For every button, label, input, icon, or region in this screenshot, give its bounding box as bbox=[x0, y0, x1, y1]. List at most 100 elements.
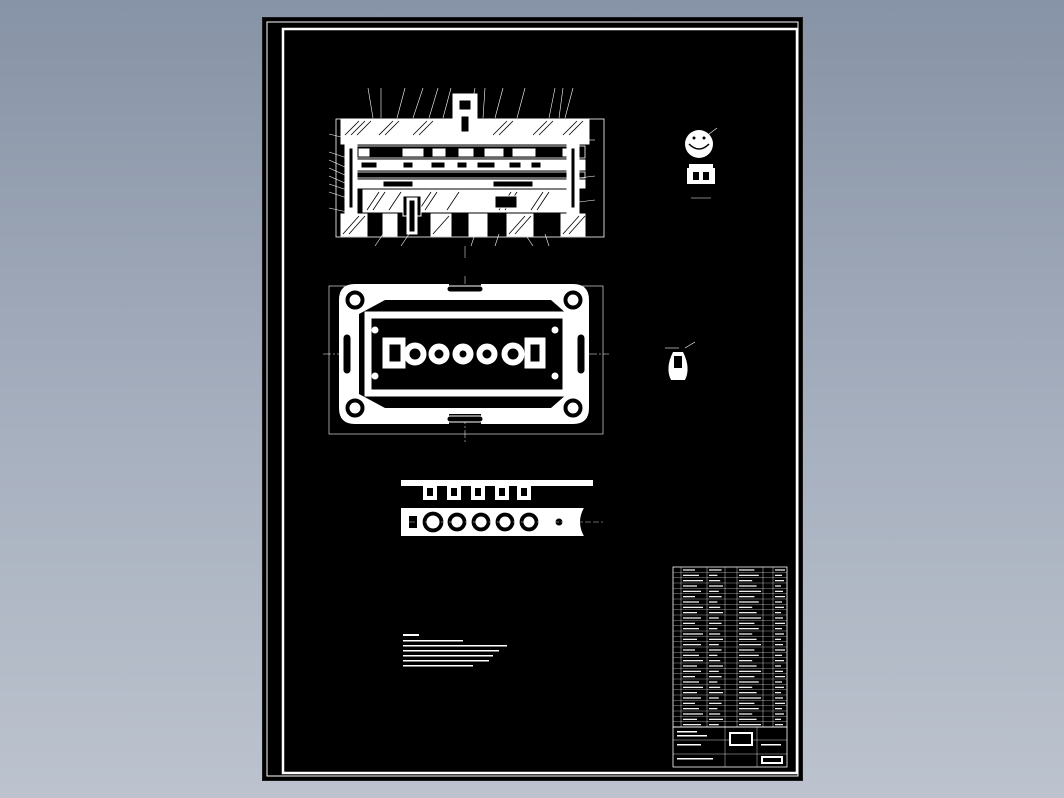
drawing-canvas bbox=[266, 21, 799, 777]
bom-cell-mark bbox=[775, 670, 783, 672]
bom-cell-mark bbox=[739, 713, 753, 715]
bom-cell-mark bbox=[775, 654, 782, 656]
bom-cell-mark bbox=[683, 617, 701, 619]
bom-cell-mark bbox=[775, 638, 781, 640]
bom-cell-mark bbox=[775, 612, 781, 614]
front-section-view bbox=[328, 87, 605, 258]
side-part-view bbox=[665, 341, 696, 380]
bom-cell-mark bbox=[775, 633, 784, 635]
bom-cell-mark bbox=[683, 601, 699, 603]
bom-cell-mark bbox=[683, 644, 701, 646]
bom-cell-mark bbox=[709, 692, 723, 694]
bom-cell-mark bbox=[739, 708, 759, 710]
bom-cell-mark bbox=[683, 702, 695, 704]
bom-cell-mark bbox=[683, 660, 703, 662]
bom-cell-mark bbox=[683, 628, 699, 630]
bom-cell-mark bbox=[775, 724, 783, 726]
bom-cell-mark bbox=[775, 718, 781, 720]
bom-cell-mark bbox=[709, 633, 721, 635]
bom-cell-mark bbox=[739, 692, 757, 694]
bom-cell-mark bbox=[739, 686, 753, 688]
bom-cell-mark bbox=[739, 665, 757, 667]
bom-cell-mark bbox=[739, 654, 759, 656]
bom-cell-mark bbox=[709, 665, 723, 667]
bom-cell-mark bbox=[739, 606, 753, 608]
bom-cell-mark bbox=[739, 580, 753, 582]
bom-cell-mark bbox=[739, 574, 759, 576]
bom-cell-mark bbox=[709, 676, 722, 678]
bom-cell-mark bbox=[775, 601, 782, 603]
bom-cell-mark bbox=[683, 622, 695, 624]
bom-cell-mark bbox=[683, 713, 703, 715]
bom-cell-mark bbox=[775, 697, 783, 699]
bom-cell-mark bbox=[683, 574, 699, 576]
bom-cell-mark bbox=[739, 681, 759, 683]
corner-bolts bbox=[344, 289, 584, 419]
bom-cell-mark bbox=[709, 622, 722, 624]
bom-cell-mark bbox=[709, 649, 722, 651]
bom-cell-mark bbox=[709, 628, 718, 630]
punch-holes bbox=[371, 326, 559, 380]
bom-cell-mark bbox=[775, 681, 782, 683]
bom-cell-mark bbox=[683, 681, 699, 683]
bom-cell-mark bbox=[683, 686, 703, 688]
bom-cell-mark bbox=[775, 649, 785, 651]
detail-part-view bbox=[685, 127, 718, 199]
bom-cell-mark bbox=[683, 692, 697, 694]
bom-cell-mark bbox=[683, 649, 695, 651]
bom-cell-mark bbox=[709, 585, 723, 587]
bom-cell-mark bbox=[775, 692, 781, 694]
bom-cell-mark bbox=[739, 702, 755, 704]
bom-cell-mark bbox=[683, 718, 697, 720]
bom-cell-mark bbox=[709, 708, 718, 710]
drawing-sheet bbox=[263, 18, 802, 780]
bom-cell-mark bbox=[775, 660, 784, 662]
bom-cell-mark bbox=[775, 644, 783, 646]
inner-border bbox=[281, 27, 799, 775]
bom-cell-mark bbox=[739, 569, 755, 571]
bom-cell-mark bbox=[709, 638, 723, 640]
bom-cell-mark bbox=[683, 665, 697, 667]
bom-cell-mark bbox=[683, 654, 699, 656]
bom-cell-mark bbox=[739, 590, 761, 592]
bom-cell-mark bbox=[739, 628, 759, 630]
bom-cell-mark bbox=[709, 569, 722, 571]
bom-cell-mark bbox=[683, 708, 699, 710]
bom-cell-mark bbox=[709, 724, 719, 726]
bom-cell-mark bbox=[775, 686, 784, 688]
bom-cell-mark bbox=[739, 660, 753, 662]
bom-cell-mark bbox=[709, 670, 719, 672]
bom-cell-mark bbox=[739, 644, 761, 646]
bom-cell-mark bbox=[709, 580, 721, 582]
bom-cell-mark bbox=[683, 676, 695, 678]
bom-cell-mark bbox=[739, 670, 761, 672]
bom-cell-mark bbox=[709, 601, 718, 603]
bom-cell-mark bbox=[775, 617, 783, 619]
top-plan-view bbox=[323, 276, 609, 442]
bom-cell-mark bbox=[709, 596, 722, 598]
bom-cell-mark bbox=[683, 633, 703, 635]
bom-cell-mark bbox=[709, 686, 721, 688]
bom-cell-mark bbox=[775, 590, 783, 592]
top-leader-lines bbox=[367, 87, 574, 119]
bom-cell-mark bbox=[775, 606, 784, 608]
bom-cell-mark bbox=[683, 724, 701, 726]
strip-layout-view bbox=[401, 480, 603, 538]
bom-cell-mark bbox=[739, 718, 757, 720]
bom-cell-mark bbox=[775, 702, 785, 704]
bom-cell-mark bbox=[739, 638, 757, 640]
bom-cell-mark bbox=[739, 697, 761, 699]
technical-notes bbox=[403, 634, 507, 667]
bom-cell-mark bbox=[709, 660, 721, 662]
bom-cell-mark bbox=[739, 617, 761, 619]
bom-cell-mark bbox=[683, 670, 701, 672]
bom-cell-mark bbox=[775, 713, 784, 715]
bom-cell-mark bbox=[739, 649, 755, 651]
bom-cell-mark bbox=[739, 622, 755, 624]
bom-cell-mark bbox=[739, 585, 757, 587]
bom-cell-mark bbox=[775, 580, 784, 582]
bom-cell-mark bbox=[683, 606, 703, 608]
bom-table bbox=[672, 566, 788, 728]
bom-cell-mark bbox=[683, 638, 697, 640]
